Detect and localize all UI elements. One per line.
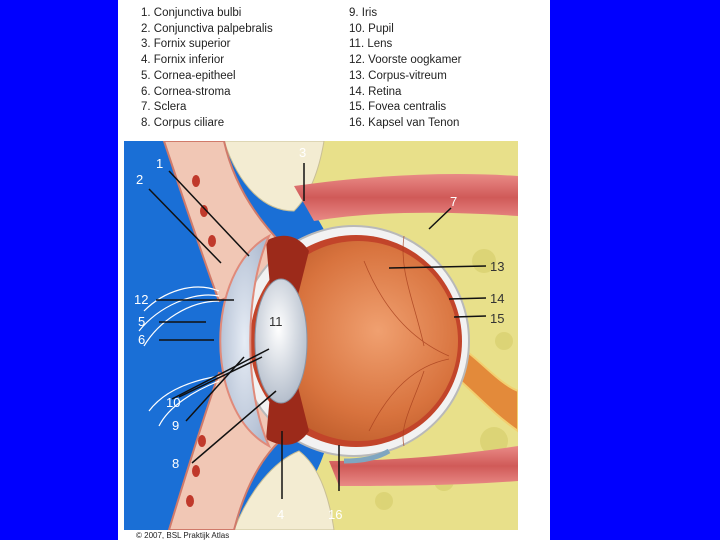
legend-item: 1. Conjunctiva bulbi bbox=[141, 7, 242, 19]
callout-13: 13 bbox=[490, 259, 504, 274]
inferior-rectus-muscle bbox=[329, 446, 518, 486]
legend-item: 4. Fornix inferior bbox=[141, 54, 225, 67]
legend-item: 16. Kapsel van Tenon bbox=[349, 116, 460, 129]
callout-11: 11 bbox=[269, 314, 283, 329]
leader-lines bbox=[148, 163, 487, 499]
cornea bbox=[219, 233, 272, 449]
copyright-notice: © 2007, BSL Praktijk Atlas bbox=[136, 531, 230, 540]
legend-item: 8. Corpus ciliare bbox=[141, 116, 225, 129]
legend-item: 2. Conjunctiva palpebralis bbox=[141, 22, 273, 35]
callout-4: 4 bbox=[277, 507, 284, 522]
legend-item: 12. Voorste oogkamer bbox=[349, 54, 462, 67]
legend-item: 6. Cornea-stroma bbox=[141, 85, 231, 98]
legend-item: 13. Corpus-vitreum bbox=[349, 69, 447, 82]
lens bbox=[254, 278, 308, 404]
tenon-capsule bbox=[343, 448, 391, 464]
callout-15: 15 bbox=[490, 311, 504, 326]
eye-cross-section-diagram: 1 2 3 4 5 6 7 8 9 10 11 12 13 14 15 16 bbox=[124, 141, 518, 530]
eyelashes bbox=[138, 286, 220, 427]
legend-item: 7. Sclera bbox=[141, 101, 187, 114]
callout-7: 7 bbox=[450, 194, 457, 209]
legend-item: 3. Fornix superior bbox=[141, 38, 231, 51]
legend-item: 9. Iris bbox=[349, 7, 378, 19]
legend-item: 11. Lens bbox=[349, 38, 393, 51]
callout-5: 5 bbox=[138, 314, 145, 329]
callout-2: 2 bbox=[136, 172, 143, 187]
legend-left-column: 1. Conjunctiva bulbi 2. Conjunctiva palp… bbox=[141, 6, 273, 132]
callout-6: 6 bbox=[138, 332, 145, 347]
callout-3: 3 bbox=[299, 145, 306, 160]
legend-item: 10. Pupil bbox=[349, 22, 394, 35]
eyelid-glands bbox=[186, 175, 216, 507]
callout-12: 12 bbox=[134, 292, 148, 307]
callout-8: 8 bbox=[172, 456, 179, 471]
callout-9: 9 bbox=[172, 418, 179, 433]
retinal-vessels bbox=[363, 235, 450, 447]
callout-16: 16 bbox=[328, 507, 342, 522]
legend-right-column: 9. Iris 10. Pupil 11. Lens 12. Voorste o… bbox=[349, 6, 462, 132]
legend-item: 14. Retina bbox=[349, 85, 402, 98]
vitreous-body bbox=[258, 241, 458, 441]
legend-item: 15. Fovea centralis bbox=[349, 101, 447, 114]
callout-1: 1 bbox=[156, 156, 163, 171]
lower-orbital-bone bbox=[233, 450, 335, 530]
callout-14: 14 bbox=[490, 291, 504, 306]
callout-10: 10 bbox=[166, 395, 180, 410]
legend-item: 5. Cornea-epitheel bbox=[141, 69, 236, 82]
superior-rectus-muscle bbox=[294, 174, 518, 221]
